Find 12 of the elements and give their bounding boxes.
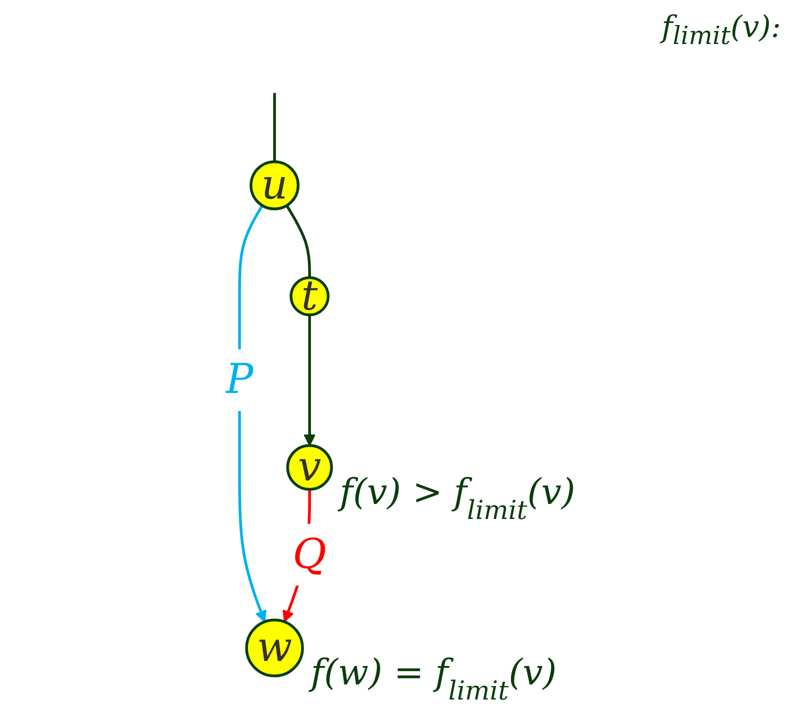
formula-text: f(v) > f$_{limit}$(v) (340, 472, 576, 526)
connector (286, 204, 311, 278)
node-circle: v (286, 444, 333, 491)
formula-text: f$_{limit}$(v): (662, 10, 781, 50)
connector (273, 93, 276, 162)
edge-label: P (226, 356, 254, 404)
node-circle: u (250, 160, 300, 210)
formula-text: f(w) = f$_{limit}$(v) (310, 652, 557, 706)
node-circle: w (245, 618, 304, 678)
arrow (304, 314, 316, 446)
node-circle: t (290, 276, 330, 316)
edge-label: Q (292, 530, 327, 579)
